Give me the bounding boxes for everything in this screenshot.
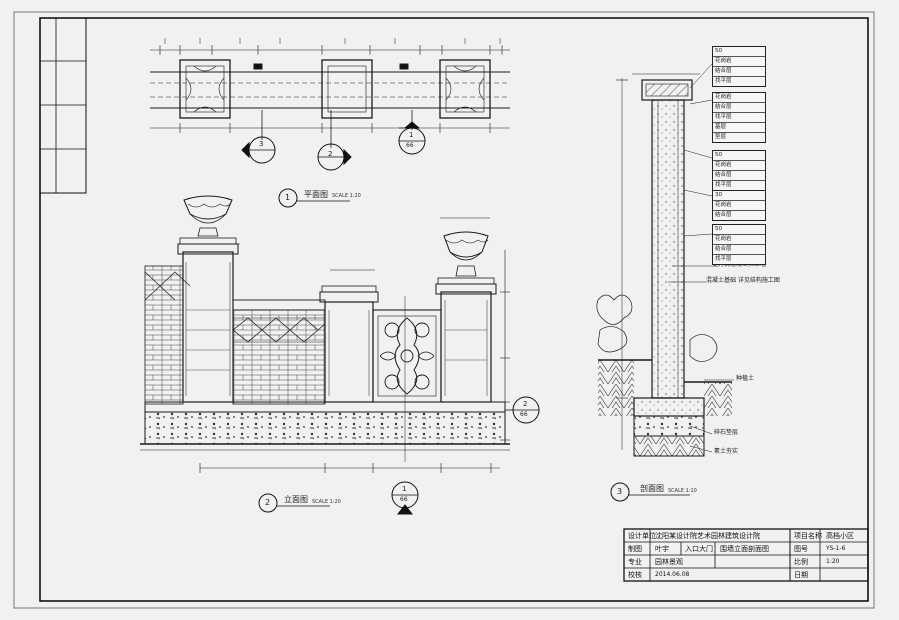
layer-row: 结合层 xyxy=(713,66,765,76)
tb-drawing-no: YS-1-6 xyxy=(826,545,846,552)
callout-concrete-footing: 混凝土基础 详见结构施工图 xyxy=(706,277,780,284)
layer-row: 30 xyxy=(715,192,722,198)
tb-major-value: 园林景观 xyxy=(655,558,683,566)
elevation-bottom-section-ref: 66 xyxy=(400,496,408,503)
layer-row: 找平层 xyxy=(713,112,765,122)
layer-row: 花岗岩 xyxy=(713,200,765,210)
layer-row: 结合层 xyxy=(713,170,765,180)
layer-row: 50 xyxy=(715,226,722,232)
layer-row: 找平层 xyxy=(713,180,765,190)
section-number-circle xyxy=(610,482,630,502)
section-marker-2 xyxy=(317,143,352,171)
elevation-view xyxy=(140,195,510,473)
layer-row: 结合层 xyxy=(713,244,765,254)
plan-section-1-ref: 66 xyxy=(406,142,414,149)
section-scale: SCALE 1:10 xyxy=(668,488,697,494)
plan-view xyxy=(150,38,510,148)
layer-row: 50 xyxy=(715,152,722,158)
tb-drawing-title: 围墙立面剖面图 xyxy=(720,545,769,553)
plan-scale: SCALE 1:20 xyxy=(332,193,361,199)
tb-company: 沈阳某设计院艺术园林建筑设计院 xyxy=(655,532,760,540)
section-view xyxy=(596,63,734,457)
elevation-number-circle xyxy=(258,493,278,513)
layer-row: 结合层 xyxy=(713,210,765,220)
tb-label-project-name: 项目名称 xyxy=(794,532,822,540)
elevation-right-section-num: 2 xyxy=(523,400,528,408)
callout-gravel-bed: 碎石垫层 xyxy=(714,429,739,436)
layer-box-2: 花岗岩 结合层 找平层 基层 垫层 xyxy=(712,92,766,143)
elevation-bottom-section-num: 1 xyxy=(402,485,407,493)
elevation-title: 立面图 xyxy=(284,495,308,504)
layer-box-4: 30 花岗岩 结合层 xyxy=(712,190,766,221)
elevation-right-section-ref: 66 xyxy=(520,411,528,418)
layer-row: 找平层 xyxy=(713,254,765,264)
tb-scale-value: 1:20 xyxy=(826,558,840,565)
layer-row: 花岗岩 xyxy=(715,94,732,100)
tb-label-major: 专业 xyxy=(628,558,642,566)
tb-label-checked: 校核 xyxy=(628,571,642,579)
tb-date-value: 2014.06.08 xyxy=(655,571,690,578)
layer-row: 结合层 xyxy=(713,102,765,112)
layer-box-1: 50 花岗岩 结合层 找平层 xyxy=(712,46,766,87)
section-marker-1 xyxy=(398,121,426,155)
layer-row: 垫层 xyxy=(713,132,765,142)
tb-label-scale: 比例 xyxy=(794,558,808,566)
tb-label-project: 设计单位 xyxy=(628,532,656,540)
plan-number: 1 xyxy=(285,193,291,202)
tb-label-date: 日期 xyxy=(794,571,808,579)
layer-row: 找平层 xyxy=(713,76,765,86)
section-marker-3 xyxy=(241,136,276,164)
plan-section-1-num: 1 xyxy=(409,131,414,139)
layer-row: 基层 xyxy=(713,122,765,132)
plan-number-circle xyxy=(278,188,298,208)
callout-planting-soil: 种植土 xyxy=(736,375,755,382)
plan-section-2-num: 2 xyxy=(328,150,333,158)
layer-box-5: 50 花岗岩 结合层 找平层 xyxy=(712,224,766,265)
section-title: 剖面图 xyxy=(640,484,664,493)
section-number: 3 xyxy=(617,487,623,496)
elevation-number: 2 xyxy=(265,498,271,507)
section-marker-1-bottom xyxy=(391,481,419,515)
plan-title: 平面图 xyxy=(304,190,328,199)
elevation-scale: SCALE 1:20 xyxy=(312,499,341,505)
layer-box-3: 50 花岗岩 结合层 找平层 xyxy=(712,150,766,191)
tb-label-drawn: 制图 xyxy=(628,545,642,553)
layer-row: 花岗岩 xyxy=(713,234,765,244)
title-block xyxy=(623,528,869,582)
callout-compacted-soil: 素土夯实 xyxy=(714,448,739,455)
plan-section-3-num: 3 xyxy=(259,140,264,148)
tb-label-drawing-no: 图号 xyxy=(794,545,808,553)
tb-name-field: 入口大门 xyxy=(685,545,713,553)
tb-designer: 叶宇 xyxy=(655,545,669,553)
tb-project: 高档小区 xyxy=(826,532,854,540)
layer-row: 花岗岩 xyxy=(713,56,765,66)
section-marker-2-right xyxy=(505,396,540,424)
layer-row: 花岗岩 xyxy=(713,160,765,170)
layer-row: 50 xyxy=(715,48,722,54)
